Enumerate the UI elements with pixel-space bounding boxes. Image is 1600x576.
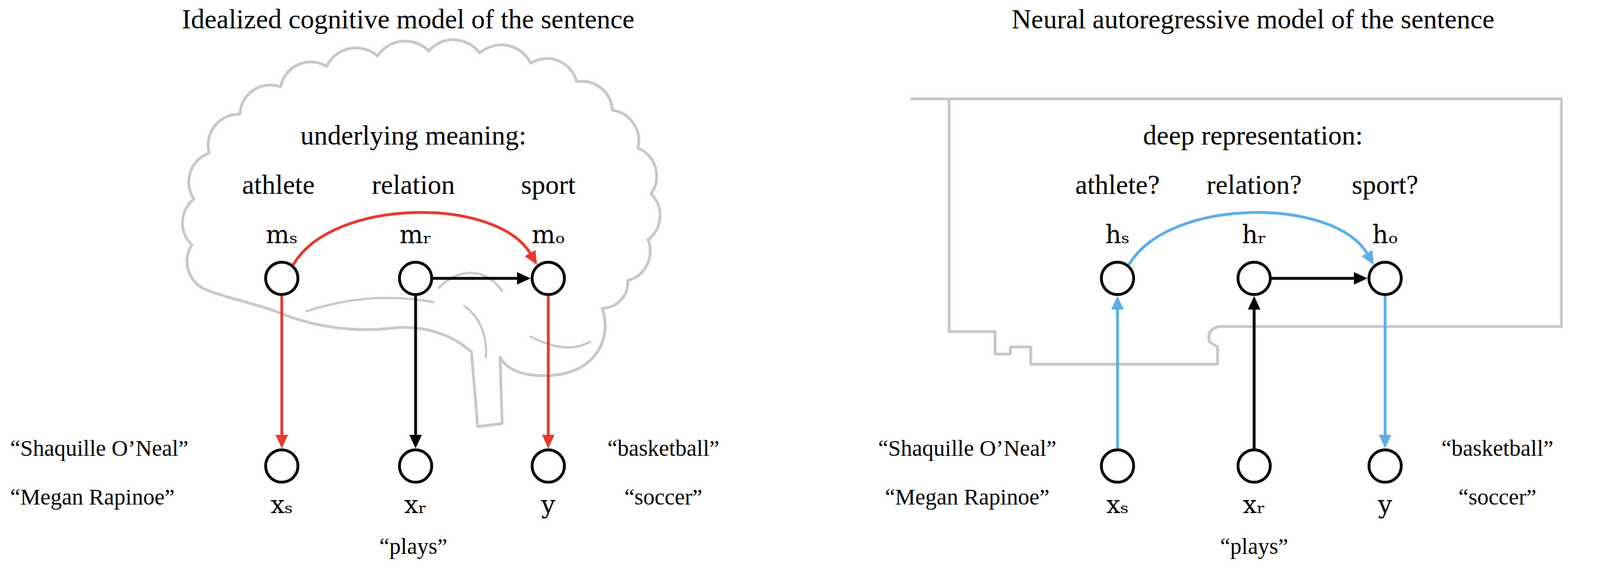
word-label: “plays”	[379, 533, 448, 560]
variable-circle: y	[1367, 448, 1403, 484]
variable-name: xₛ	[1106, 490, 1129, 520]
word-label: “soccer”	[624, 484, 703, 511]
connector-line	[1116, 308, 1120, 449]
variable-circle: y	[530, 448, 566, 484]
variable-name: xᵣ	[1242, 490, 1266, 520]
connector-line	[1253, 308, 1256, 449]
arrowhead	[1361, 250, 1374, 265]
connector	[1271, 272, 1368, 285]
word-label: “basketball”	[607, 435, 720, 462]
word-label: “plays”	[1220, 533, 1289, 560]
variable-circle: hₛ	[1099, 260, 1136, 296]
panel-title: Idealized cognitive model of the sentenc…	[181, 3, 635, 35]
variable-circle: hᵣ	[1236, 260, 1272, 296]
connector	[275, 295, 289, 449]
word-label: “Megan Rapinoe”	[10, 484, 175, 511]
section-heading: deep representation:	[1143, 119, 1364, 151]
variable-name: mₒ	[531, 220, 566, 250]
arrowhead	[275, 434, 289, 449]
connector	[1128, 212, 1374, 266]
variable-name: mₛ	[265, 220, 299, 250]
arrowhead	[1353, 272, 1368, 285]
variable-circle: mₒ	[530, 260, 566, 296]
word-label: “Shaquille O’Neal”	[878, 435, 1057, 462]
arrowhead	[542, 434, 555, 449]
connector-line	[1271, 277, 1356, 281]
role-label: athlete	[242, 168, 315, 201]
section-heading: underlying meaning:	[300, 119, 527, 151]
variable-circle: xₛ	[1099, 448, 1136, 484]
arrowhead	[1247, 295, 1261, 310]
variable-name: mᵣ	[399, 220, 433, 250]
variable-name: y	[541, 490, 556, 520]
arrowhead	[409, 434, 422, 449]
connector	[293, 212, 537, 266]
variable-circle: xᵣ	[398, 448, 434, 484]
connector-line	[547, 295, 550, 437]
connector-line	[433, 277, 519, 281]
variable-name: hₛ	[1105, 220, 1130, 250]
connector	[1111, 295, 1124, 449]
variable-circle: xᵣ	[1236, 448, 1272, 484]
variable-circle: hₒ	[1367, 260, 1403, 296]
variable-name: hₒ	[1372, 220, 1398, 250]
arrowhead	[1111, 295, 1124, 310]
panel-title: Neural autoregressive model of the sente…	[1011, 3, 1495, 35]
arrowhead	[524, 250, 537, 265]
variable-name: xₛ	[270, 490, 294, 520]
variable-name: xᵣ	[404, 490, 427, 520]
brain-outline	[182, 39, 660, 427]
connector-line	[1383, 295, 1387, 437]
connector	[433, 272, 531, 285]
connector	[1378, 295, 1392, 449]
variable-name: y	[1378, 490, 1393, 520]
connector	[409, 295, 422, 449]
gpu-card-outline	[911, 99, 1562, 365]
connector-line	[414, 295, 418, 437]
role-label: relation?	[1206, 168, 1302, 201]
word-label: “Megan Rapinoe”	[885, 484, 1050, 511]
role-label: relation	[371, 168, 456, 201]
word-label: “Shaquille O’Neal”	[10, 435, 189, 462]
variable-name: hᵣ	[1241, 220, 1267, 250]
word-label: “soccer”	[1458, 484, 1537, 511]
connector	[542, 295, 555, 449]
variable-circle: mᵣ	[398, 260, 434, 296]
role-label: sport?	[1351, 168, 1419, 201]
connector-line	[280, 295, 284, 437]
arrowhead	[517, 272, 531, 285]
connector	[1247, 295, 1261, 449]
role-label: sport	[521, 168, 576, 201]
connector-line	[293, 212, 531, 266]
variable-circle: mₛ	[264, 260, 300, 296]
variable-circle: xₛ	[264, 448, 300, 484]
connector-line	[1128, 212, 1368, 266]
arrowhead	[1378, 434, 1392, 449]
role-label: athlete?	[1074, 168, 1160, 201]
word-label: “basketball”	[1441, 435, 1554, 462]
